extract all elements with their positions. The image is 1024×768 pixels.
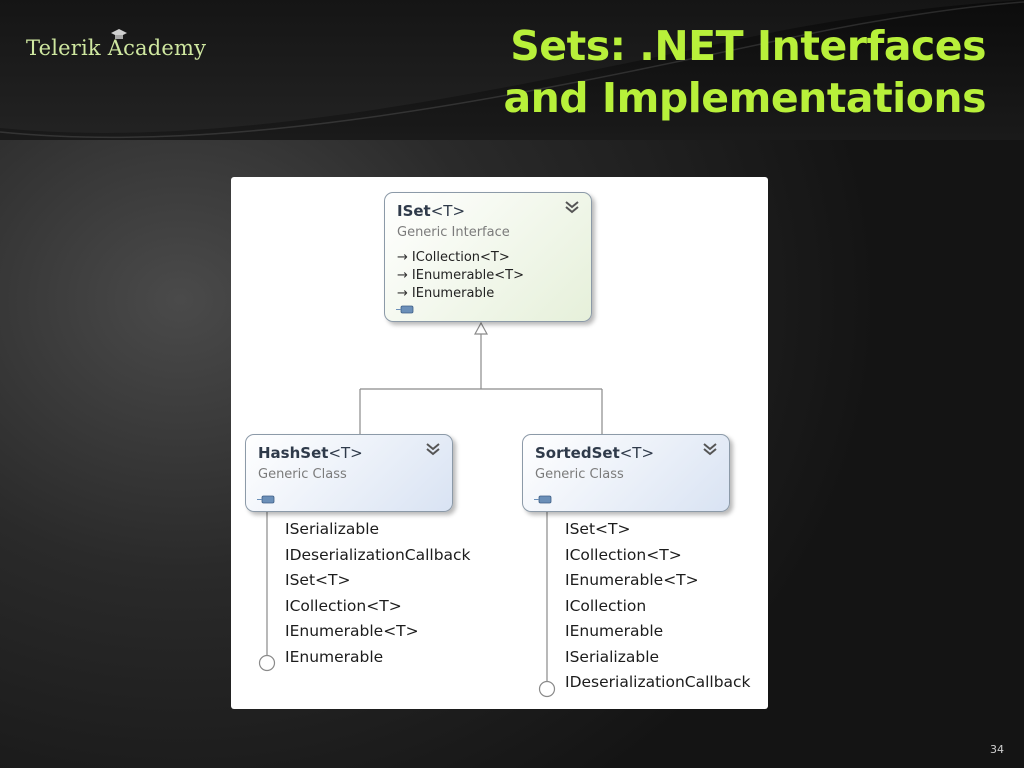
hashset-lollipop-icon bbox=[258, 654, 276, 672]
compartment-toggle-icon[interactable] bbox=[257, 495, 275, 504]
hashset-kind: Generic Class bbox=[258, 467, 347, 482]
iset-members: →ICollection<T> →IEnumerable<T> →IEnumer… bbox=[397, 249, 524, 303]
list-item: ISet<T> bbox=[285, 571, 351, 589]
list-item: ICollection<T> bbox=[285, 596, 402, 615]
diagram-connectors bbox=[258, 321, 603, 698]
graduation-cap-icon bbox=[111, 29, 127, 39]
list-item: IDeserializationCallback bbox=[285, 545, 471, 564]
iset-kind: Generic Interface bbox=[397, 225, 510, 240]
header-band bbox=[0, 0, 1024, 140]
title-line-2: and Implementations bbox=[503, 74, 986, 122]
list-item: IEnumerable<T> bbox=[565, 571, 699, 589]
list-item: ISerializable bbox=[285, 520, 380, 538]
list-item: IDeserializationCallback bbox=[565, 673, 751, 691]
list-item: ICollection bbox=[565, 596, 647, 615]
iset-member: →IEnumerable bbox=[397, 286, 495, 301]
logo-text: Telerik Academy bbox=[26, 36, 207, 60]
list-item: ICollection<T> bbox=[565, 545, 682, 564]
inherits-arrow-icon: → bbox=[397, 286, 408, 301]
compartment-toggle-icon[interactable] bbox=[396, 305, 414, 314]
iset-name: ISet<T> bbox=[397, 202, 466, 220]
list-item: IEnumerable<T> bbox=[285, 622, 419, 640]
collapse-chevron-icon[interactable] bbox=[425, 441, 441, 457]
class-diagram-panel: ISet<T> Generic Interface →ICollection<T… bbox=[231, 177, 768, 709]
sortedset-lollipop-icon bbox=[538, 680, 556, 698]
sortedset-interface-list: ISet<T> ICollection<T> IEnumerable<T> IC… bbox=[565, 517, 751, 696]
hashset-interface-list: ISerializable IDeserializationCallback I… bbox=[285, 517, 471, 670]
title-line-1: Sets: .NET Interfaces bbox=[510, 22, 986, 70]
hashset-class-box[interactable]: HashSet<T> Generic Class bbox=[245, 434, 453, 512]
iset-member: →IEnumerable<T> bbox=[397, 268, 524, 283]
page-number: 34 bbox=[990, 743, 1004, 756]
list-item: ISet<T> bbox=[565, 520, 631, 538]
telerik-academy-logo: Telerik Academy bbox=[26, 29, 207, 60]
collapse-chevron-icon[interactable] bbox=[564, 199, 580, 215]
inheritance-arrow-icon bbox=[473, 321, 489, 335]
list-item: IEnumerable bbox=[285, 647, 384, 666]
hashset-name: HashSet<T> bbox=[258, 444, 363, 462]
collapse-chevron-icon[interactable] bbox=[702, 441, 718, 457]
sortedset-class-box[interactable]: SortedSet<T> Generic Class bbox=[522, 434, 730, 512]
sortedset-name: SortedSet<T> bbox=[535, 444, 655, 462]
inherits-arrow-icon: → bbox=[397, 268, 408, 283]
sortedset-kind: Generic Class bbox=[535, 467, 624, 482]
slide-title: Sets: .NET Interfaces and Implementation… bbox=[386, 20, 986, 124]
iset-member: →ICollection<T> bbox=[397, 250, 510, 265]
inherits-arrow-icon: → bbox=[397, 250, 408, 265]
header-swoosh bbox=[0, 0, 1024, 139]
list-item: ISerializable bbox=[565, 647, 660, 666]
list-item: IEnumerable bbox=[565, 622, 664, 640]
iset-interface-box[interactable]: ISet<T> Generic Interface →ICollection<T… bbox=[384, 192, 592, 322]
compartment-toggle-icon[interactable] bbox=[534, 495, 552, 504]
